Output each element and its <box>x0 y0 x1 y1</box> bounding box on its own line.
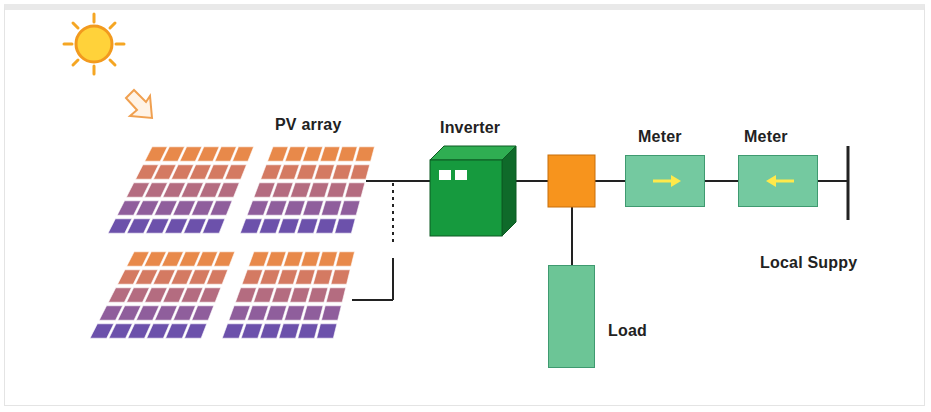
meterL-shape <box>738 155 818 207</box>
sun-arrow <box>126 90 152 118</box>
node-label: Meter <box>638 128 682 146</box>
meterL-node: Meter <box>738 155 818 207</box>
load-node: Load <box>548 265 595 368</box>
supply-wire <box>818 146 848 220</box>
node-label: PV array <box>275 116 342 134</box>
node-label: Inverter <box>440 119 500 137</box>
meterR-node: Meter <box>625 155 705 207</box>
supply-label: Local Suppy <box>760 254 857 272</box>
wire <box>366 180 430 182</box>
pv-shape <box>86 142 380 344</box>
meterR-shape <box>625 155 705 207</box>
load-shape <box>548 265 595 368</box>
wire <box>705 180 738 182</box>
inv-shape <box>430 146 516 236</box>
node-label: Load <box>608 322 647 340</box>
pv-node: PV array <box>86 142 380 344</box>
junction-box <box>548 155 595 207</box>
node-label: Meter <box>744 128 788 146</box>
inv-node: Inverter <box>430 146 516 236</box>
sun <box>64 14 124 74</box>
